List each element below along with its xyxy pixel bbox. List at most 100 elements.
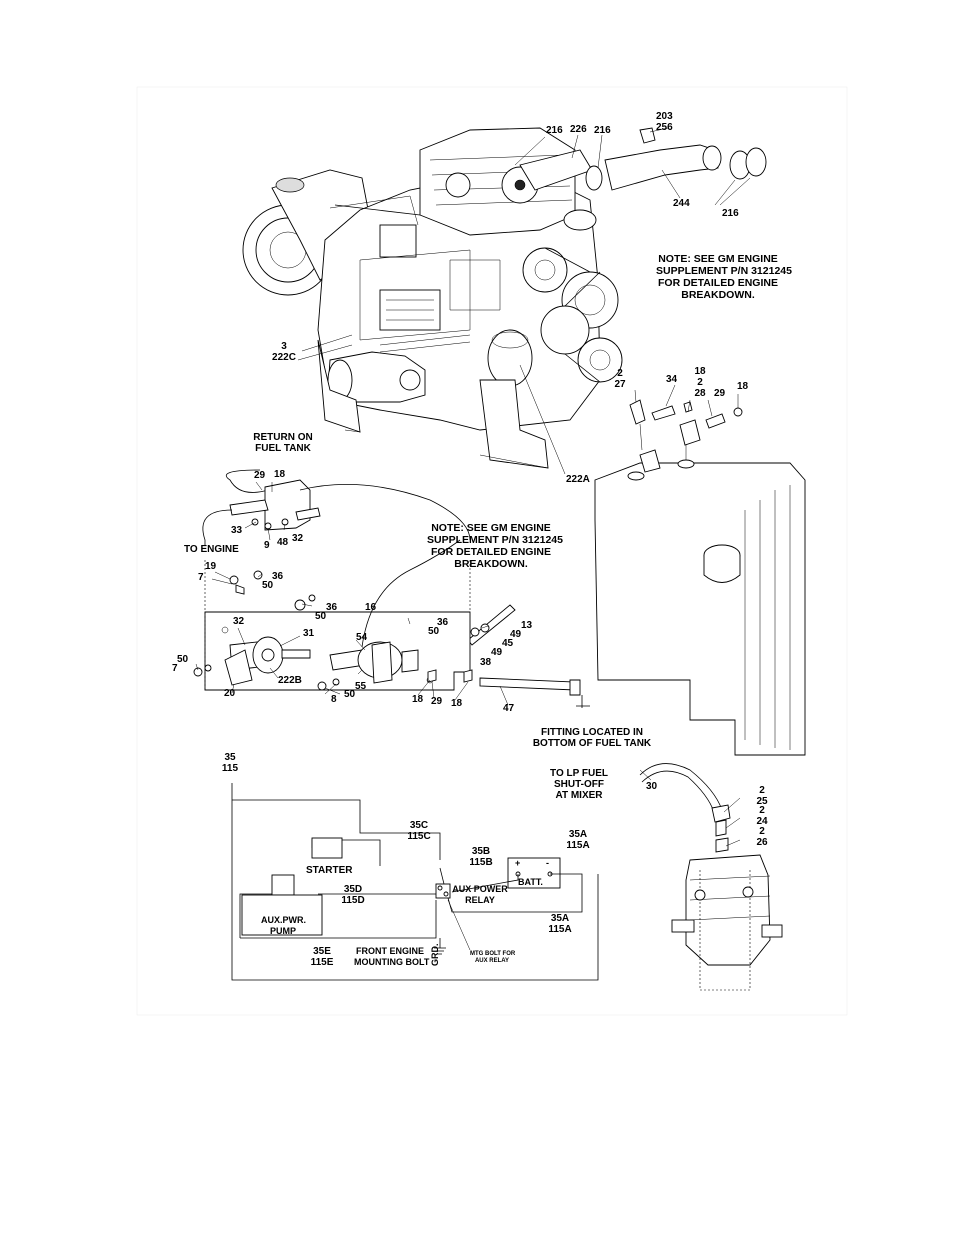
note-line: BREAKDOWN. (454, 558, 528, 570)
lp-regulator-illustration (639, 763, 783, 991)
callout-3-222c: 3 222C (267, 341, 301, 363)
note-line: BREAKDOWN. (681, 289, 755, 301)
callout-line: 203 (656, 111, 673, 122)
callout-line: 26 (756, 837, 768, 848)
callout-2-25: 2 25 (752, 785, 772, 807)
callout-34: 34 (666, 374, 678, 385)
callout-18: 18 (274, 469, 286, 480)
callout-222a: 222A (566, 474, 590, 485)
callout-line: 256 (656, 122, 673, 133)
callout-line: 2 (759, 785, 765, 796)
note-line: FUEL TANK (255, 443, 311, 454)
note-line: SHUT-OFF (554, 779, 604, 790)
label-line: PUMP (269, 926, 296, 936)
callout-50-d: 50 (177, 654, 189, 665)
batt-plus: + (515, 858, 521, 868)
note-line: RETURN ON (253, 432, 313, 443)
note-line: SUPPLEMENT P/N 3121245 (656, 265, 792, 277)
aux-power-relay-label: AUX POWER RELAY (452, 884, 508, 906)
callout-31: 31 (303, 628, 315, 639)
label-line: RELAY (465, 895, 495, 905)
to-lp-fuel-label: TO LP FUEL SHUT-OFF AT MIXER (547, 768, 611, 801)
callout-line: 115E (310, 957, 334, 968)
callout-line: 2 (759, 826, 765, 837)
label-line: AUX.PWR. (261, 915, 306, 925)
callout-55: 55 (355, 681, 367, 692)
callout-line: 35B (471, 846, 491, 857)
callout-38: 38 (480, 657, 492, 668)
callout-line: 27 (614, 379, 626, 390)
callout-2-26: 2 26 (752, 826, 772, 848)
callout-2-24: 2 24 (752, 805, 772, 827)
callout-36-c: 36 (437, 617, 449, 628)
fuel-tank-illustration (594, 399, 806, 756)
to-engine-label: TO ENGINE (184, 544, 239, 555)
callout-35a-115a-bot: 35A 115A (544, 913, 576, 935)
callout-35e-115e: 35E 115E (306, 946, 338, 968)
callout-line: 115A (548, 924, 572, 935)
callout-8: 8 (331, 694, 337, 705)
callout-line: 115C (407, 831, 431, 842)
aux-pwr-pump-label: AUX.PWR. PUMP (261, 915, 306, 937)
callout-line: 3 (281, 341, 287, 352)
note-line: SUPPLEMENT P/N 3121245 (427, 534, 563, 546)
callout-216-c: 216 (722, 208, 739, 219)
callout-16: 16 (365, 602, 377, 613)
callout-49-b: 49 (491, 647, 503, 658)
note-line: FOR DETAILED ENGINE (431, 546, 551, 558)
callout-222b: 222B (278, 675, 302, 686)
callout-2-27: 2 27 (612, 368, 628, 390)
label-line: FRONT ENGINE (355, 946, 424, 956)
callout-7-a: 7 (198, 572, 204, 583)
callout-203-256: 203 256 (656, 111, 673, 133)
engine-note-top: NOTE: SEE GM ENGINE SUPPLEMENT P/N 31212… (656, 253, 792, 301)
callout-line: 115 (221, 763, 239, 774)
fuel-block-illustration (193, 469, 590, 708)
callout-line: 115A (566, 840, 590, 851)
callout-30: 30 (646, 781, 658, 792)
callout-47: 47 (503, 703, 515, 714)
note-line: TO LP FUEL (550, 768, 608, 779)
callout-50-a: 50 (262, 580, 274, 591)
callout-line: 2 (617, 368, 623, 379)
callout-36-a: 36 (272, 571, 284, 582)
fitting-location-label: FITTING LOCATED IN BOTTOM OF FUEL TANK (530, 727, 654, 749)
callout-50-b: 50 (315, 611, 327, 622)
callout-13: 13 (521, 620, 533, 631)
label-line: MTG BOLT FOR (470, 951, 516, 957)
note-line: FOR DETAILED ENGINE (658, 277, 778, 289)
batt-minus: - (546, 858, 549, 868)
callout-29-top: 29 (714, 388, 726, 399)
callout-35-115: 35 115 (220, 752, 240, 774)
callout-line: 2 (697, 377, 703, 388)
callout-line: 35A (550, 913, 570, 924)
starter-label: STARTER (306, 865, 353, 876)
intake-pipe-illustration (514, 127, 767, 206)
callout-33: 33 (231, 525, 243, 536)
note-line: AT MIXER (555, 790, 603, 801)
callout-29-b: 29 (431, 696, 443, 707)
callout-29: 29 (254, 470, 266, 481)
callout-244: 244 (673, 198, 690, 209)
ground-label: GRD. (430, 943, 440, 967)
callout-line: 35 (224, 752, 236, 763)
callout-36-b: 36 (326, 602, 338, 613)
callout-35c-115c: 35C 115C (404, 820, 434, 842)
callout-19: 19 (205, 561, 217, 572)
callout-line: 25 (756, 796, 768, 807)
callout-line: 2 (759, 805, 765, 816)
note-line: FITTING LOCATED IN (540, 727, 644, 738)
callout-35a-115a-top: 35A 115A (562, 829, 594, 851)
callout-9: 9 (264, 540, 270, 551)
engine-illustration (242, 127, 623, 469)
battery-label: BATT. (518, 877, 543, 887)
callout-50-e: 50 (344, 689, 356, 700)
callout-line: 35A (568, 829, 588, 840)
callout-32-a: 32 (292, 533, 304, 544)
callout-54: 54 (356, 632, 368, 643)
callout-7-b: 7 (172, 663, 178, 674)
callout-49-a: 49 (510, 629, 522, 640)
note-line: BOTTOM OF FUEL TANK (532, 738, 652, 749)
callout-226: 226 (570, 124, 587, 135)
note-line: NOTE: SEE GM ENGINE (431, 522, 551, 534)
